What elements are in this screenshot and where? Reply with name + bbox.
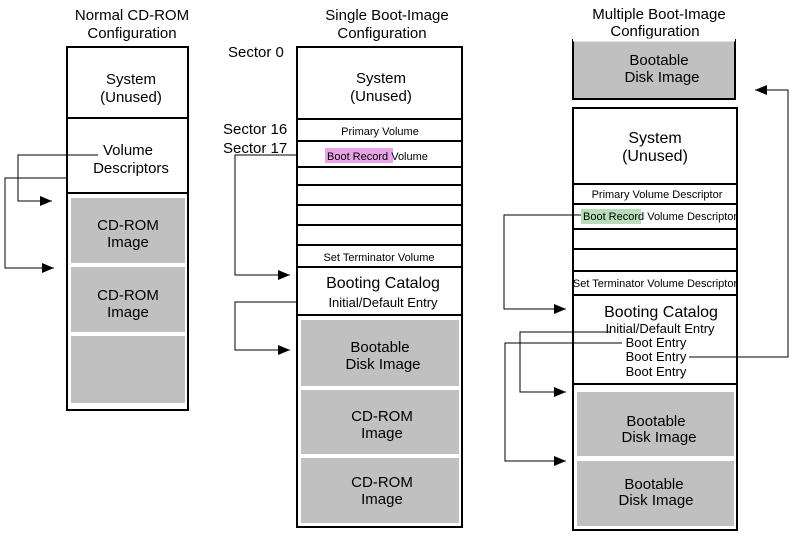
single-boot-record-label: Boot Record Volume — [327, 151, 428, 163]
normal-configuration-column: Normal CD-ROM Configuration System (Unus… — [4, 7, 189, 411]
multiple-set-terminator-descriptor-label: Set Terminator Volume Descriptor — [573, 278, 738, 290]
normal-cd1-line2: Image — [107, 234, 149, 251]
single-primary-volume-label: Primary Volume — [341, 126, 419, 138]
multiple-bootable-disk-image-1-block — [577, 392, 734, 456]
multiple-system-line2: (Unused) — [622, 148, 688, 165]
normal-title-line1: Normal CD-ROM — [75, 7, 189, 24]
single-cdrom-image-1-block — [301, 390, 459, 454]
single-title-line2: Configuration — [337, 25, 426, 42]
single-system-line2: (Unused) — [350, 88, 412, 105]
normal-system-line1: System — [106, 71, 156, 88]
single-title-line1: Single Boot-Image — [325, 7, 448, 24]
multiple-arrow-boot-record-to-catalog — [503, 214, 581, 314]
single-cdrom-image-2-block — [301, 458, 459, 523]
multiple-boot-entry-1-label: Boot Entry — [626, 335, 687, 350]
normal-vd-line2: Descriptors — [93, 160, 169, 177]
multiple-stack-frame — [572, 107, 738, 531]
single-set-terminator-label: Set Terminator Volume — [323, 252, 434, 264]
multiple-bootable-disk-image-2-block — [577, 461, 734, 526]
single-cd1-line2: Image — [361, 425, 403, 442]
multiple-primary-volume-descriptor-label: Primary Volume Descriptor — [592, 189, 723, 201]
normal-cdrom-image-2-block — [71, 267, 185, 332]
multiple-booting-catalog-label: Booting Catalog — [604, 304, 718, 321]
multiple-boot-entry-2-label: Boot Entry — [626, 349, 687, 364]
multiple-top-bootable-line2: Disk Image — [624, 69, 699, 86]
multiple-bootable1-line1: Bootable — [626, 413, 685, 430]
normal-cd2-line2: Image — [107, 304, 149, 321]
single-boot-record-highlight — [325, 148, 393, 163]
single-arrow-entry-to-bootable — [234, 301, 297, 355]
multiple-bootable2-line2: Disk Image — [618, 492, 693, 509]
single-initial-default-entry-label: Initial/Default Entry — [328, 295, 438, 310]
single-bootable-line2: Disk Image — [345, 356, 420, 373]
multiple-boot-record-highlight — [581, 209, 641, 224]
normal-cd1-line1: CD-ROM — [97, 217, 159, 234]
single-arrow-boot-record-to-catalog — [234, 154, 297, 280]
multiple-boot-record-label: Boot Record Volume Descriptor — [583, 211, 737, 223]
multiple-title-line2: Configuration — [610, 23, 699, 40]
normal-title-line2: Configuration — [87, 25, 176, 42]
single-booting-catalog-label: Booting Catalog — [326, 275, 440, 292]
multiple-title-line1: Multiple Boot-Image — [592, 6, 725, 23]
multiple-top-bootable-block — [572, 39, 736, 100]
sector-16-label: Sector 16 — [223, 121, 287, 138]
multiple-initial-default-entry-label: Initial/Default Entry — [605, 321, 715, 336]
normal-cdrom-image-1-block — [71, 198, 185, 263]
normal-arrow-to-cd2 — [4, 177, 67, 273]
multiple-boot-entry-3-label: Boot Entry — [626, 364, 687, 379]
multiple-arrow-default-entry-to-bootable1 — [519, 331, 610, 397]
multiple-configuration-column: Multiple Boot-Image Configuration Bootab… — [503, 6, 789, 531]
normal-cd2-line1: CD-ROM — [97, 287, 159, 304]
multiple-arrow-boot-entry-to-top-bootable — [689, 85, 789, 358]
single-cd2-line1: CD-ROM — [351, 474, 413, 491]
single-system-line1: System — [356, 70, 406, 87]
multiple-bootable1-line2: Disk Image — [621, 429, 696, 446]
single-cd1-line1: CD-ROM — [351, 408, 413, 425]
multiple-top-bootable-line1: Bootable — [629, 52, 688, 69]
multiple-bootable2-line1: Bootable — [624, 476, 683, 493]
multiple-boot-record-suffix-text: Volume Descriptor — [644, 211, 737, 223]
sector-17-label: Sector 17 — [223, 140, 287, 157]
normal-system-line2: (Unused) — [100, 89, 162, 106]
multiple-boot-record-highlighted-text: Boot Record — [583, 211, 644, 223]
single-boot-record-highlighted-text: Boot Record — [327, 151, 388, 163]
single-boot-record-suffix-text: Volume — [388, 151, 428, 163]
single-bootable-disk-image-block — [301, 320, 459, 386]
multiple-arrow-boot-entry-to-bootable2 — [504, 342, 622, 466]
single-cd2-line2: Image — [361, 491, 403, 508]
normal-vd-line1: Volume — [103, 142, 153, 159]
sector-0-label: Sector 0 — [228, 44, 284, 61]
single-bootable-line1: Bootable — [350, 339, 409, 356]
single-configuration-column: Single Boot-Image Configuration Sector 0… — [223, 7, 463, 528]
normal-empty-block — [71, 336, 185, 403]
multiple-system-line1: System — [628, 130, 681, 147]
